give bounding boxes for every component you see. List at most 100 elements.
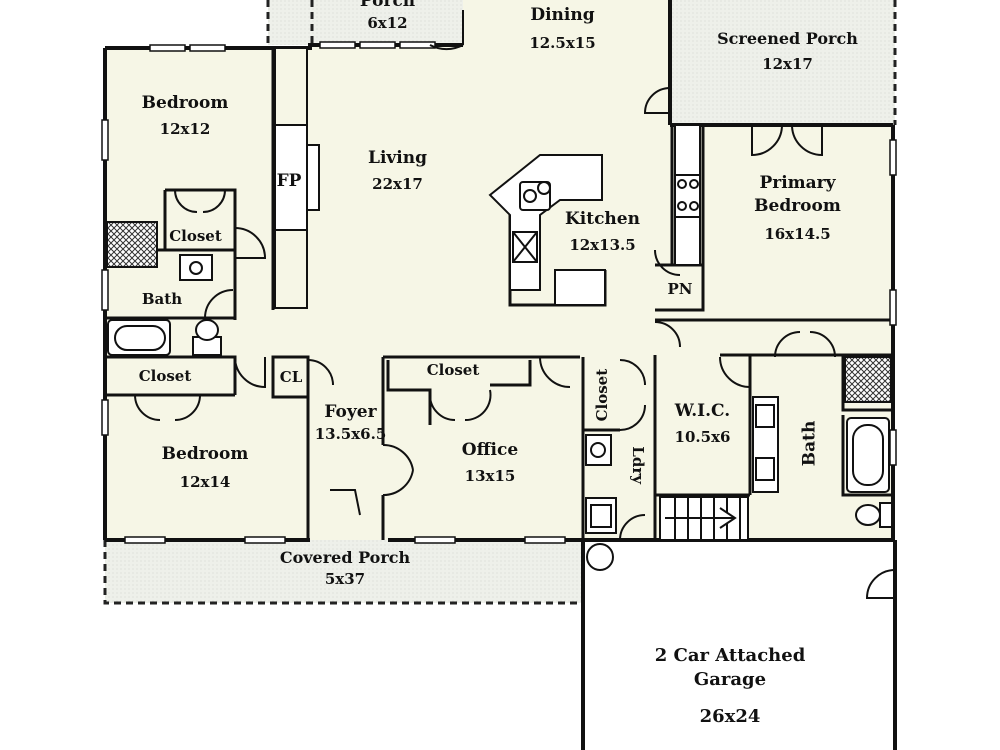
shower-bath1 bbox=[106, 221, 158, 268]
door-bath1 bbox=[204, 289, 234, 319]
covered-porch-dim: 5x37 bbox=[324, 569, 366, 588]
water-heater bbox=[586, 543, 614, 571]
door-primary-porch bbox=[751, 124, 823, 157]
office-closet-label: Closet bbox=[418, 360, 488, 380]
windows bbox=[101, 41, 897, 544]
bath-1-name: Bath bbox=[141, 290, 183, 308]
covered-porch-name: Covered Porch bbox=[279, 548, 411, 567]
primary-bedroom-name-2: Bedroom bbox=[754, 195, 841, 216]
door-front bbox=[382, 443, 414, 497]
bath-primary-label: Bath bbox=[799, 413, 822, 473]
fireplace-label: FP bbox=[273, 170, 305, 193]
kitchen-dim: 12x13.5 bbox=[569, 235, 636, 254]
pantry-name: PN bbox=[667, 280, 693, 298]
kitchen-label: Kitchen 12x13.5 bbox=[550, 208, 655, 255]
garage-label: 2 Car Attached Garage 26x24 bbox=[640, 644, 820, 729]
door-kitchen-pn bbox=[654, 249, 681, 276]
closet-lower-label: Closet bbox=[130, 366, 200, 386]
closet-upper-name: Closet bbox=[169, 227, 222, 245]
wall-tub-primary bbox=[841, 415, 893, 497]
shower-primary bbox=[844, 356, 892, 403]
wall-closet-upper-top bbox=[165, 188, 237, 290]
bedroom-2-label: Bedroom 12x14 bbox=[135, 443, 275, 492]
fireplace-name: FP bbox=[276, 171, 302, 191]
pantry-label: PN bbox=[660, 279, 700, 299]
living-dim: 22x17 bbox=[372, 174, 423, 193]
bath-1-label: Bath bbox=[132, 289, 192, 309]
porch-top-name: Porch bbox=[359, 0, 416, 11]
wall-office-closet bbox=[386, 360, 432, 425]
dining-dim: 12.5x15 bbox=[529, 33, 596, 52]
office-closet-name: Closet bbox=[426, 361, 480, 379]
fireplace bbox=[274, 47, 320, 309]
wall-cl bbox=[271, 355, 310, 399]
porch-top-label: Porch 6x12 bbox=[340, 0, 435, 33]
dining-name: Dining bbox=[530, 5, 595, 25]
garage-name-2: Garage bbox=[693, 669, 767, 691]
bath-primary-name: Bath bbox=[799, 420, 820, 467]
coat-closet-name: CL bbox=[279, 368, 303, 386]
living-label: Living 22x17 bbox=[345, 147, 450, 194]
door-pantry-hall bbox=[654, 321, 681, 348]
foyer-dim: 13.5x6.5 bbox=[314, 424, 387, 443]
dining-label: Dining 12.5x15 bbox=[505, 4, 620, 53]
primary-bedroom-label: Primary Bedroom 16x14.5 bbox=[730, 172, 865, 244]
doors bbox=[134, 10, 896, 599]
door-closet-upper bbox=[174, 189, 226, 213]
office-dim: 13x15 bbox=[464, 466, 516, 485]
door-wic bbox=[719, 356, 751, 388]
office-name: Office bbox=[461, 440, 519, 460]
screened-porch-dim: 12x17 bbox=[762, 54, 813, 73]
foyer-label: Foyer 13.5x6.5 bbox=[308, 401, 393, 444]
covered-porch-outline bbox=[103, 540, 583, 605]
door-foyer-porch bbox=[330, 489, 361, 516]
door-cl bbox=[307, 359, 334, 386]
kitchen-name: Kitchen bbox=[565, 209, 640, 229]
office-label: Office 13x15 bbox=[440, 439, 540, 486]
primary-bedroom-dim: 16x14.5 bbox=[764, 224, 831, 243]
living-name: Living bbox=[368, 148, 427, 168]
door-laundry-closet bbox=[619, 359, 646, 431]
porch-outlines bbox=[103, 0, 897, 605]
interior-walls bbox=[105, 48, 893, 540]
door-office bbox=[539, 356, 571, 388]
bedroom-2-name: Bedroom bbox=[161, 444, 249, 464]
fixtures bbox=[107, 254, 893, 571]
laundry-name: Ldry bbox=[629, 446, 648, 484]
door-office-closet bbox=[429, 389, 492, 422]
screened-porch-name: Screened Porch bbox=[717, 29, 858, 48]
wic-label: W.I.C. 10.5x6 bbox=[660, 400, 745, 447]
wic-dim: 10.5x6 bbox=[674, 427, 731, 446]
door-screened bbox=[643, 87, 671, 114]
closet-lower-name: Closet bbox=[138, 367, 192, 385]
laundry-closet-name: Closet bbox=[592, 368, 611, 422]
coat-closet-label: CL bbox=[274, 367, 308, 387]
wic-name: W.I.C. bbox=[674, 401, 731, 421]
door-bed2 bbox=[234, 356, 266, 389]
door-porch bbox=[429, 10, 464, 51]
closet-upper-label: Closet bbox=[163, 226, 228, 246]
door-bed1 bbox=[234, 227, 267, 259]
door-garage-side bbox=[865, 569, 896, 599]
bedroom-2-dim: 12x14 bbox=[179, 472, 231, 491]
wall-shower-primary bbox=[841, 355, 893, 412]
door-primary-bath bbox=[774, 331, 836, 358]
bedroom-1-name: Bedroom bbox=[141, 93, 229, 113]
kitchen-counter bbox=[488, 124, 701, 306]
screened-porch-floor bbox=[670, 0, 895, 125]
laundry-label: Ldry bbox=[628, 435, 648, 495]
porch-top-floor bbox=[268, 0, 463, 45]
foyer-name: Foyer bbox=[324, 402, 377, 422]
door-laundry-garage bbox=[619, 514, 646, 541]
bedroom-1-label: Bedroom 12x12 bbox=[125, 92, 245, 139]
porch-top-dim: 6x12 bbox=[367, 13, 408, 32]
wall-office-closet-2 bbox=[490, 360, 532, 387]
laundry-closet-label: Closet bbox=[592, 365, 612, 425]
garage-dim: 26x24 bbox=[699, 705, 761, 727]
garage-floor bbox=[583, 540, 895, 750]
toilet-primary bbox=[855, 504, 881, 526]
covered-porch-label: Covered Porch 5x37 bbox=[270, 547, 420, 589]
screened-porch-label: Screened Porch 12x17 bbox=[700, 28, 875, 74]
covered-porch-floor bbox=[105, 540, 583, 603]
